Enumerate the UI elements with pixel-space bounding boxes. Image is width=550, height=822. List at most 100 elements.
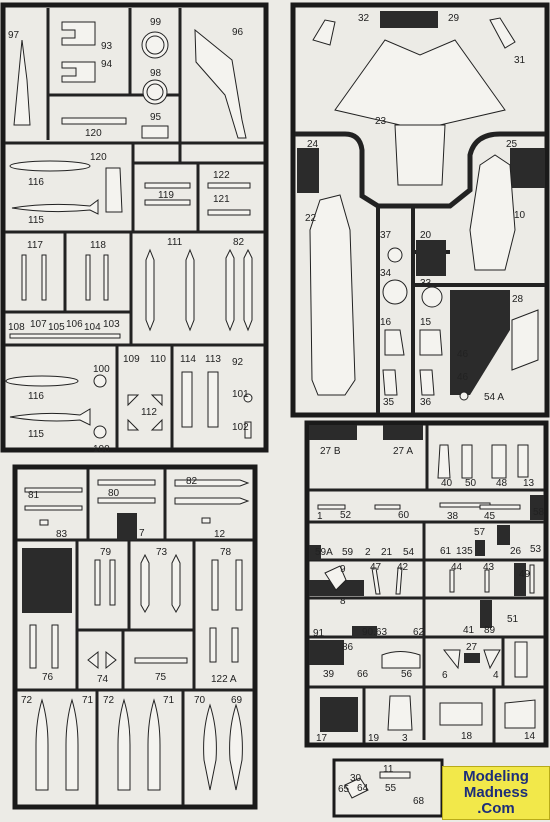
part-number-label: 81: [28, 490, 40, 501]
part-number-label: 65: [338, 784, 350, 795]
part-22-fuselage: [309, 194, 356, 396]
part-number-label: 52: [340, 510, 352, 521]
part-number-label: 27: [466, 642, 478, 653]
part-71-tank: [65, 698, 79, 791]
part-number-label: 72: [103, 695, 115, 706]
part-31-fin: [489, 17, 516, 49]
part-number-label: 96: [232, 27, 244, 38]
part-number-label: 61: [440, 546, 452, 557]
part-number-label: 62: [413, 627, 425, 638]
frame-bottom-left: 81 83 80 7 82 12 79 73 78 76 74 75 122 A…: [12, 464, 258, 810]
part-79-rod: [94, 559, 101, 606]
part-number-label: 120: [90, 152, 107, 163]
part-number-label: 70: [194, 695, 206, 706]
part-number-label: 19: [368, 733, 380, 744]
part-number-label: 23: [375, 116, 387, 127]
part-14-panel: [504, 699, 536, 729]
part-122-rail: [207, 182, 251, 189]
part-82-missile-b: [174, 479, 250, 487]
part-number-label: 117: [27, 240, 43, 251]
part-number-label: 34: [380, 268, 392, 279]
part-number-label: 112: [141, 407, 157, 418]
part-15-panel: [419, 329, 443, 356]
part-number-label: 47: [370, 562, 382, 573]
part-number-label: 97: [8, 30, 20, 41]
part-73-missile: [140, 553, 150, 614]
part-13-piece: [517, 444, 529, 478]
part-number-label: 79: [100, 547, 112, 558]
part-69-tank: [229, 703, 243, 791]
part-number-label: 55: [385, 783, 397, 794]
part-number-label: 121: [213, 194, 230, 205]
part-number-label: 64: [357, 783, 369, 794]
part-number-label: 116: [28, 177, 44, 188]
part-number-label: 42: [397, 562, 409, 573]
part-35-flap: [382, 369, 398, 396]
part-number-label: 66: [357, 669, 369, 680]
watermark-line-3: .Com: [477, 800, 515, 817]
part-100-disc: [93, 374, 107, 388]
part-number-label: 83: [56, 529, 68, 540]
part-117-rod: [21, 254, 27, 301]
part-number-label: 60: [398, 510, 410, 521]
part-number-label: 93: [101, 41, 113, 52]
part-number-label: 46: [457, 349, 469, 360]
part-number-label: 4: [493, 670, 499, 681]
part-33-wheel: [421, 286, 443, 308]
part-number-label: 46: [457, 372, 469, 383]
part-number-label: 58: [533, 507, 545, 518]
part-18-panel: [439, 702, 483, 726]
part-116-tank: [9, 160, 91, 172]
part-number-label: 50: [465, 478, 477, 489]
frame-top-left: 97 93 94 99 98 95 96 120 120 116 115 122…: [0, 2, 269, 455]
part-70-tank: [203, 703, 217, 791]
part-number-label: 17: [316, 733, 328, 744]
part-number-label: 2: [365, 547, 371, 558]
part-number-label: 122: [213, 170, 230, 181]
part-3-seat: [387, 695, 413, 731]
part-76-pylon: [29, 624, 37, 669]
part-number-label: 3: [402, 733, 408, 744]
part-72-tank-b: [117, 698, 131, 791]
part-number-label: 11: [383, 764, 394, 775]
frame-bottom-right: 27 B 27 A 40 50 48 13 1 52 60 38 45 58 5…: [304, 420, 549, 748]
part-56-canopy: [381, 651, 421, 669]
part-4-piece: [483, 649, 501, 670]
part-number-label: 91: [313, 628, 325, 639]
part-71-tank-b: [147, 698, 161, 791]
part-number-label: 107: [30, 319, 47, 330]
part-number-label: 7: [139, 528, 145, 539]
part-number-label: 114: [180, 354, 196, 365]
part-number-label: 12: [214, 529, 226, 540]
part-number-label: 51: [507, 614, 519, 625]
part-72-tank: [35, 698, 49, 791]
part-47-rod: [371, 567, 381, 595]
part-number-label: 44: [451, 562, 463, 573]
part-115-tank-b: [9, 408, 91, 426]
part-16-panel: [384, 329, 405, 356]
part-52-piece: [317, 504, 346, 510]
part-44-rod: [449, 569, 455, 593]
part-number-label: 6: [442, 670, 448, 681]
part-number-label: 24: [307, 139, 319, 150]
part-number-label: 119: [158, 190, 174, 201]
part-40-piece: [437, 444, 451, 479]
part-number-label: 49: [519, 569, 531, 580]
part-114-rack: [181, 371, 193, 428]
part-54a-disc: [459, 391, 469, 401]
part-number-label: 104: [84, 322, 101, 333]
part-number-label: 39: [323, 669, 335, 680]
part-120-strip: [61, 117, 127, 125]
part-number-label: 36: [420, 397, 432, 408]
part-number-label: 90.63: [362, 627, 387, 638]
part-45-strip: [479, 504, 521, 510]
part-number-label: 29: [448, 13, 460, 24]
part-119-rail: [144, 182, 191, 189]
part-number-label: 78: [220, 547, 232, 558]
part-number-label: 76: [42, 672, 54, 683]
part-number-label: 54: [403, 547, 415, 558]
frame-bottom-strip: 30 11 65 64 55 68: [332, 758, 444, 818]
part-82-missile: [225, 248, 235, 332]
part-number-label: 45: [484, 511, 496, 522]
part-number-label: 27 B: [320, 446, 341, 457]
